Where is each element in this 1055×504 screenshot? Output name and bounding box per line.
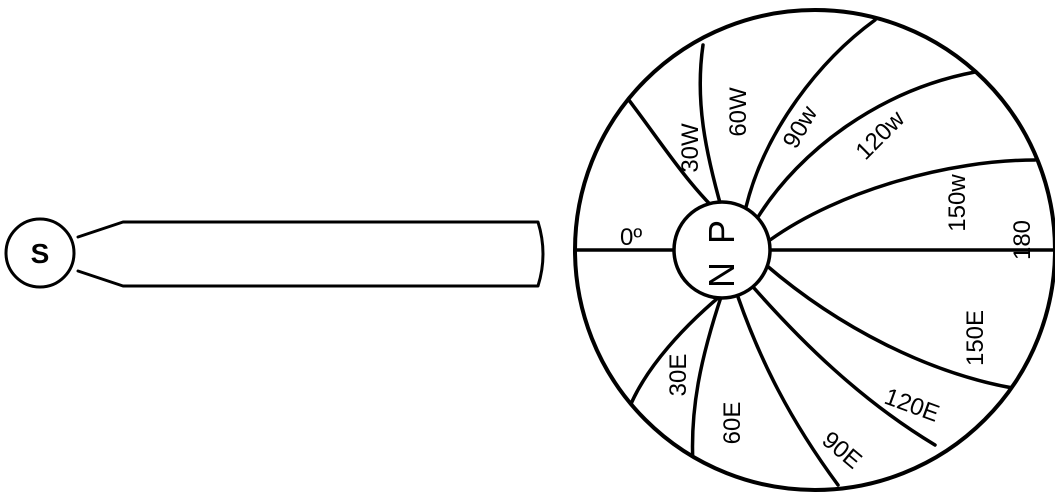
meridian-label-30e: 30E bbox=[665, 354, 692, 397]
meridian-lines bbox=[574, 20, 1055, 485]
south-pole-label: S bbox=[31, 238, 50, 269]
meridian-label-180: 180 bbox=[1009, 220, 1036, 260]
meridian-label-0: 0º bbox=[620, 224, 642, 251]
south-pole-beam-figure: S bbox=[6, 219, 543, 287]
meridian-label-150e: 150E bbox=[962, 310, 989, 366]
north-pole-label-n: N bbox=[701, 262, 742, 288]
meridian-label-60e: 60E bbox=[719, 402, 746, 445]
meridian-label-150w: 150w bbox=[944, 174, 971, 232]
beam-body bbox=[78, 222, 543, 286]
meridian-label-120e: 120E bbox=[881, 383, 943, 428]
polar-globe: P N 0º 30W 60W 90w 120w 150w 180 150E 12… bbox=[574, 10, 1055, 490]
meridian-120e-line bbox=[754, 288, 935, 445]
meridian-label-30w: 30W bbox=[677, 123, 704, 173]
meridian-label-90w: 90w bbox=[778, 101, 824, 153]
meridian-label-120w: 120w bbox=[851, 105, 911, 165]
meridian-label-60w: 60W bbox=[725, 87, 752, 137]
north-pole-label-p: P bbox=[701, 220, 742, 244]
meridian-150w-line bbox=[770, 160, 1035, 240]
meridian-60e-line bbox=[692, 294, 722, 465]
meridian-150e-line bbox=[766, 265, 1040, 392]
